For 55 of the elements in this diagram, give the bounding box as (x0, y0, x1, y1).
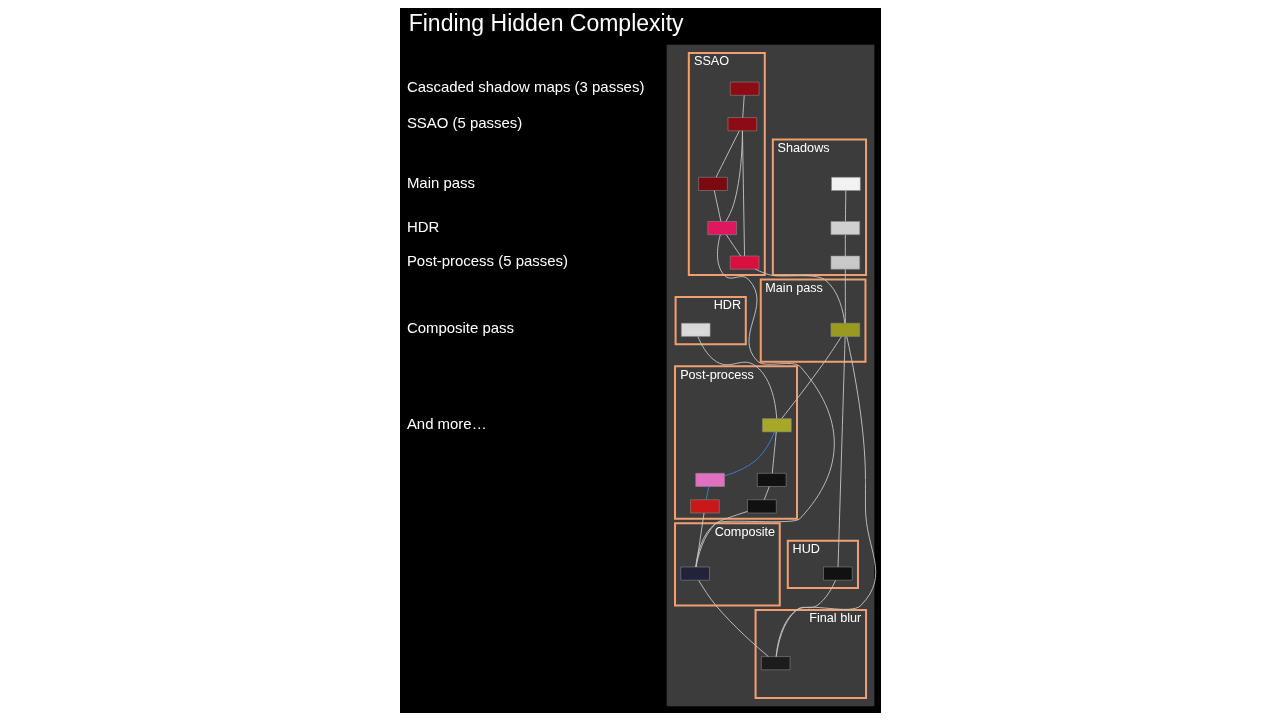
connector (697, 580, 769, 658)
node-box (756, 473, 786, 487)
node-box (761, 418, 792, 433)
connector (715, 130, 740, 178)
node-box (689, 499, 720, 514)
connector (844, 234, 846, 257)
label: HDR (406, 217, 439, 235)
connector (754, 268, 845, 324)
label: Cascaded shadow maps (3 passes) (406, 78, 644, 96)
node-box (746, 499, 777, 514)
cluster: HDR (674, 295, 747, 346)
connector (713, 190, 721, 222)
connector (697, 336, 777, 419)
connector (723, 431, 775, 477)
label: And more… (406, 414, 487, 432)
node-box (729, 255, 759, 270)
connector (844, 190, 846, 222)
label: Main pass (406, 173, 475, 191)
node-box (680, 322, 710, 337)
diagram-title: Finding Hidden Complexity (408, 10, 684, 37)
node-box (697, 177, 728, 191)
node-box (830, 322, 860, 337)
connector (775, 336, 876, 657)
node-box (707, 221, 737, 235)
label: Post-process (5 passes) (406, 252, 568, 270)
connector (725, 234, 741, 257)
connector (837, 336, 846, 568)
cluster: Main pass (759, 278, 866, 363)
node-box (830, 177, 861, 191)
connector (775, 579, 836, 657)
label: SSAO (5 passes) (406, 113, 522, 131)
label: Composite pass (406, 319, 514, 337)
node-box (680, 566, 710, 581)
connector (705, 486, 709, 501)
node-box (694, 473, 725, 487)
node-box (830, 221, 860, 235)
connector (741, 130, 745, 257)
cluster: Shadows (771, 138, 867, 276)
node-box (727, 117, 757, 132)
node-box (760, 656, 790, 671)
node-box (729, 81, 759, 96)
connector (694, 234, 835, 568)
connector (695, 511, 748, 568)
connector (771, 431, 777, 474)
node-box (830, 255, 860, 270)
cluster: HUD (786, 539, 859, 590)
connector (741, 94, 745, 118)
cluster: SSAO (687, 51, 766, 276)
node-box (822, 566, 852, 581)
connector (780, 336, 842, 419)
cluster: Final blur (754, 609, 867, 699)
connector (844, 268, 846, 324)
cluster: Post-process (673, 365, 798, 520)
cluster: Composite (673, 522, 781, 607)
connector (763, 486, 770, 501)
